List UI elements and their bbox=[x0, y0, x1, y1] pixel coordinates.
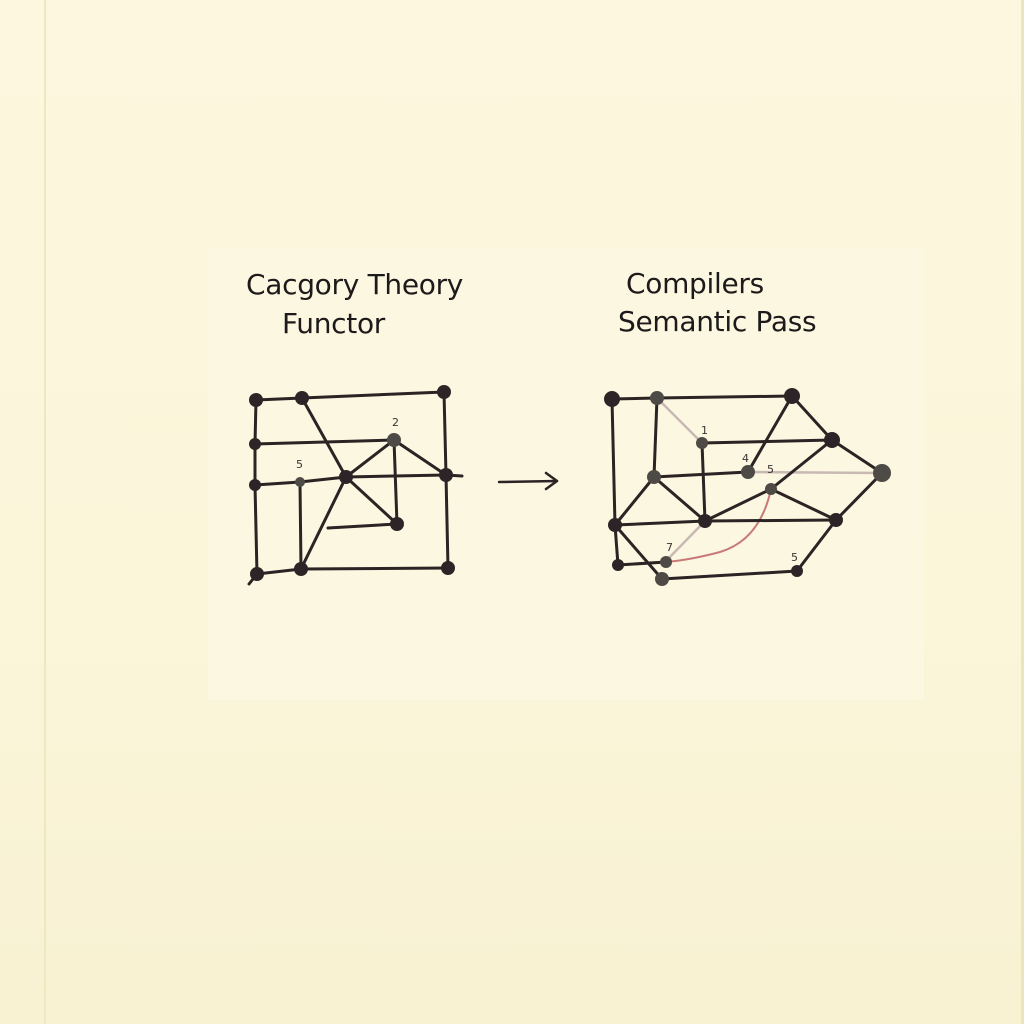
right-node bbox=[647, 470, 661, 484]
left-node bbox=[390, 517, 404, 531]
left-edge bbox=[253, 438, 396, 446]
right-node bbox=[612, 559, 624, 571]
left-title-line1: Cacgory Theory bbox=[246, 268, 464, 301]
right-node bbox=[829, 513, 843, 527]
right-node-label: 4 bbox=[742, 452, 749, 465]
right-node bbox=[608, 518, 622, 532]
left-node bbox=[441, 561, 455, 575]
right-edge bbox=[613, 523, 664, 581]
right-edge bbox=[610, 397, 620, 567]
right-edge bbox=[652, 470, 750, 479]
left-node bbox=[437, 385, 451, 399]
right-edge bbox=[613, 518, 838, 527]
right-edge bbox=[610, 394, 794, 401]
left-node-label: 5 bbox=[296, 458, 303, 471]
left-edge bbox=[326, 522, 399, 530]
right-edge bbox=[665, 488, 772, 563]
right-title-line1: Compilers bbox=[626, 267, 764, 300]
right-edge bbox=[652, 475, 707, 523]
right-edge bbox=[795, 518, 838, 573]
right-edge bbox=[769, 438, 834, 491]
right-edge bbox=[660, 569, 799, 581]
right-title-line2: Semantic Pass bbox=[618, 305, 817, 338]
left-graph: 2 5 bbox=[247, 385, 464, 586]
left-edge bbox=[344, 475, 399, 526]
right-node-label: 7 bbox=[666, 541, 673, 554]
left-edge bbox=[253, 398, 259, 576]
right-edge bbox=[700, 441, 707, 523]
right-graph: 1 4 5 7 5 bbox=[604, 388, 891, 586]
right-node-label: 1 bbox=[701, 424, 708, 437]
left-node bbox=[249, 479, 261, 491]
right-edge bbox=[613, 475, 656, 527]
left-edge bbox=[299, 475, 348, 571]
left-node bbox=[339, 470, 353, 484]
left-edge bbox=[300, 396, 348, 479]
page-margin-line bbox=[44, 0, 46, 1024]
right-edge bbox=[834, 471, 884, 522]
right-node bbox=[660, 556, 672, 568]
left-edge bbox=[255, 566, 450, 576]
right-edge bbox=[652, 396, 659, 479]
right-node bbox=[741, 465, 755, 479]
right-edge bbox=[616, 560, 668, 567]
left-node bbox=[294, 562, 308, 576]
left-node bbox=[439, 468, 453, 482]
left-node bbox=[295, 477, 305, 487]
left-edge bbox=[392, 438, 399, 526]
diagram-panel bbox=[208, 248, 924, 700]
right-node bbox=[765, 483, 777, 495]
left-title-line2: Functor bbox=[282, 307, 385, 340]
left-edge bbox=[254, 390, 446, 402]
right-node bbox=[698, 514, 712, 528]
right-node-label: 5 bbox=[791, 551, 798, 564]
right-edge bbox=[700, 438, 834, 445]
left-node-label: 2 bbox=[392, 416, 399, 429]
left-node bbox=[295, 391, 309, 405]
left-node bbox=[249, 438, 261, 450]
right-node bbox=[824, 432, 840, 448]
right-node bbox=[791, 565, 803, 577]
left-edge bbox=[298, 480, 303, 571]
right-node bbox=[784, 388, 800, 404]
left-node bbox=[249, 393, 263, 407]
right-node bbox=[650, 391, 664, 405]
right-node bbox=[873, 464, 891, 482]
right-edge bbox=[664, 519, 707, 563]
left-node bbox=[250, 567, 264, 581]
right-node bbox=[696, 437, 708, 449]
right-node bbox=[655, 572, 669, 586]
right-edge bbox=[746, 394, 794, 474]
page-right-edge bbox=[1021, 0, 1024, 1024]
left-node bbox=[387, 433, 401, 447]
right-edge bbox=[746, 470, 884, 475]
right-node-label: 5 bbox=[767, 463, 774, 476]
right-node bbox=[604, 391, 620, 407]
right-arrow-icon bbox=[497, 471, 559, 491]
right-edge bbox=[655, 396, 704, 445]
